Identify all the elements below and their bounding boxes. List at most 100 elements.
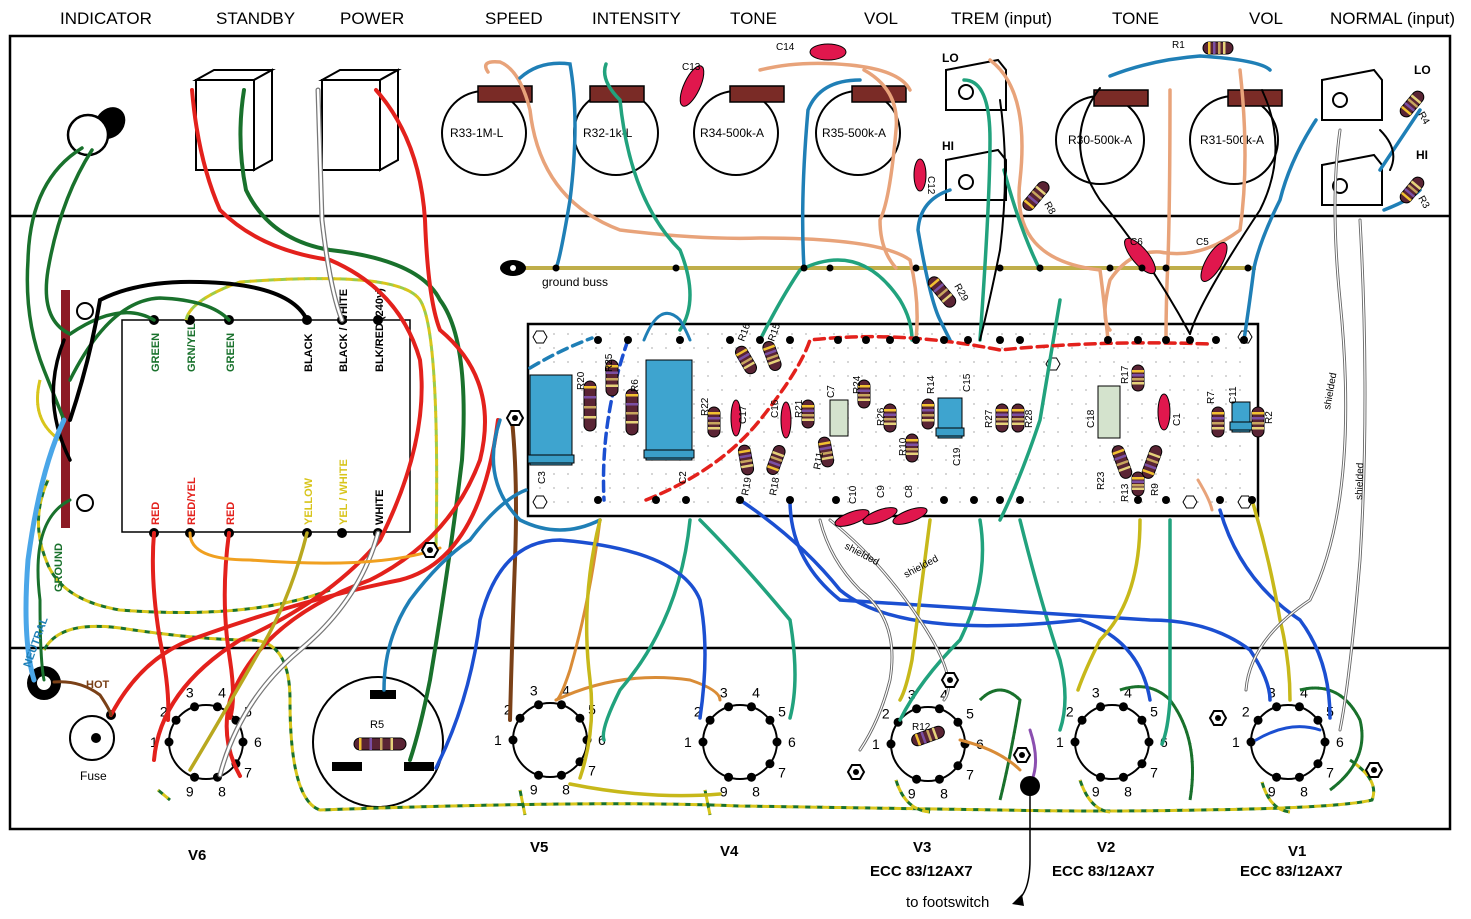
tone2-orange: [1164, 88, 1172, 342]
pin-label: 2: [1242, 703, 1250, 719]
pt-bottom-label-4: YEL / WHITE: [338, 459, 350, 525]
v5-v4-orange: [554, 676, 722, 702]
label-c9: C9: [876, 485, 887, 498]
power-switch: [318, 68, 402, 172]
heater-v3: [894, 779, 931, 814]
hv-red-2: [222, 531, 235, 720]
wiring: [23, 54, 1422, 816]
shielded-1-inner: [819, 519, 893, 751]
dblue-4: [1218, 508, 1332, 720]
pin-label: 8: [1300, 783, 1308, 799]
res-r1: [1202, 41, 1234, 55]
pin-label: 7: [1326, 765, 1334, 781]
pin-label: 9: [720, 783, 728, 799]
normal-black: [1379, 129, 1395, 171]
pin-label: 4: [218, 685, 226, 701]
pt-top-label-0: GREEN: [150, 333, 162, 372]
res-r24: [857, 379, 871, 409]
pin-label: 4: [940, 687, 948, 703]
v4-teal: [698, 518, 797, 720]
trem-teal-2: [1002, 168, 1042, 272]
label-r14: R14: [926, 375, 937, 394]
pot-r32-label: R32-1k-L: [583, 126, 633, 140]
blue-dashed-2: [601, 338, 630, 502]
pin-label: 2: [694, 703, 702, 719]
res-r2: [1251, 406, 1265, 438]
pin-label: 7: [1150, 765, 1158, 781]
pin-label: 2: [504, 701, 512, 717]
header-power: POWER: [340, 9, 404, 28]
cap-c18: [1097, 385, 1121, 439]
pin-label: 3: [1268, 685, 1276, 701]
c11-blue: [1242, 266, 1256, 342]
pin-label: 9: [530, 781, 538, 797]
heater-v2-b: [1078, 779, 1111, 814]
label-c11: C11: [1228, 386, 1239, 404]
pin-label: 4: [1124, 685, 1132, 701]
indicator-wire-2: [44, 148, 156, 337]
indicator-lamp: [66, 107, 126, 157]
pin-label: 8: [1124, 783, 1132, 799]
label-r11: R11: [812, 451, 826, 471]
pot-r31-label: R31-500k-A: [1200, 133, 1264, 147]
pin-label: 1: [684, 734, 692, 750]
label-c3: C3: [537, 471, 548, 484]
pt-bottom-label-2: RED: [225, 502, 237, 525]
pin-label: 8: [752, 783, 760, 799]
v1-yellow: [1250, 498, 1292, 702]
cap-c17: [730, 399, 742, 437]
standby-switch: [192, 68, 276, 172]
cap-c1: [1157, 393, 1171, 431]
trem-lo-label: LO: [942, 51, 959, 65]
tube-v3-type: ECC 83/12AX7: [870, 863, 973, 880]
vol-orange: [862, 68, 899, 270]
neutral-wire: [23, 417, 67, 683]
tube-v4-name: V4: [720, 843, 739, 860]
shielded-4-inner: [1339, 219, 1366, 731]
pin-label: 6: [976, 736, 984, 752]
tube-v2-type: ECC 83/12AX7: [1052, 863, 1155, 880]
res-r3: [1399, 176, 1425, 204]
res-r5: [353, 737, 407, 751]
fuse-label: Fuse: [80, 769, 107, 783]
v2-teal: [1018, 518, 1067, 732]
pt-bottom-label-0: RED: [150, 502, 162, 525]
brown-lead: [508, 418, 518, 722]
bw-1-inner: [316, 88, 344, 322]
cap-c3: [529, 374, 573, 466]
mains-black: [51, 338, 72, 462]
label-c6: C6: [1130, 237, 1143, 248]
label-r18: R18: [768, 476, 782, 496]
res-r13: [1131, 471, 1145, 497]
cap-c14: [809, 43, 847, 61]
pin-label: 6: [254, 734, 262, 750]
heater-v6: [157, 788, 171, 802]
pin-label: 6: [598, 732, 606, 748]
cap-c8: [892, 507, 928, 525]
pin-label: 1: [1232, 734, 1240, 750]
cap-c9: [862, 507, 898, 525]
v3-teal: [898, 518, 985, 722]
label-r28: R28: [1024, 409, 1035, 428]
res-r7: [1211, 406, 1225, 438]
label-c1: C1: [1172, 413, 1183, 426]
res-r20: [583, 380, 597, 432]
res-r12: [911, 725, 945, 747]
pin-label: 3: [1092, 685, 1100, 701]
label-r19: R19: [740, 476, 754, 496]
heater-v5-b: [518, 789, 527, 816]
r28-teal: [998, 298, 1062, 522]
normal-hi-label: HI: [1416, 148, 1428, 162]
power-red: [224, 88, 487, 778]
res-r14: [921, 398, 935, 430]
cap-c10: [834, 509, 870, 527]
ground-label: GROUND: [53, 543, 65, 592]
label-r21: R21: [794, 399, 805, 418]
pin-label: 8: [562, 781, 570, 797]
pt-top-label-2: GREEN: [225, 333, 237, 372]
cap-c7: [829, 399, 849, 437]
jack-labels: LO HI LO HI: [942, 51, 1431, 162]
pin-label: 9: [908, 785, 916, 801]
